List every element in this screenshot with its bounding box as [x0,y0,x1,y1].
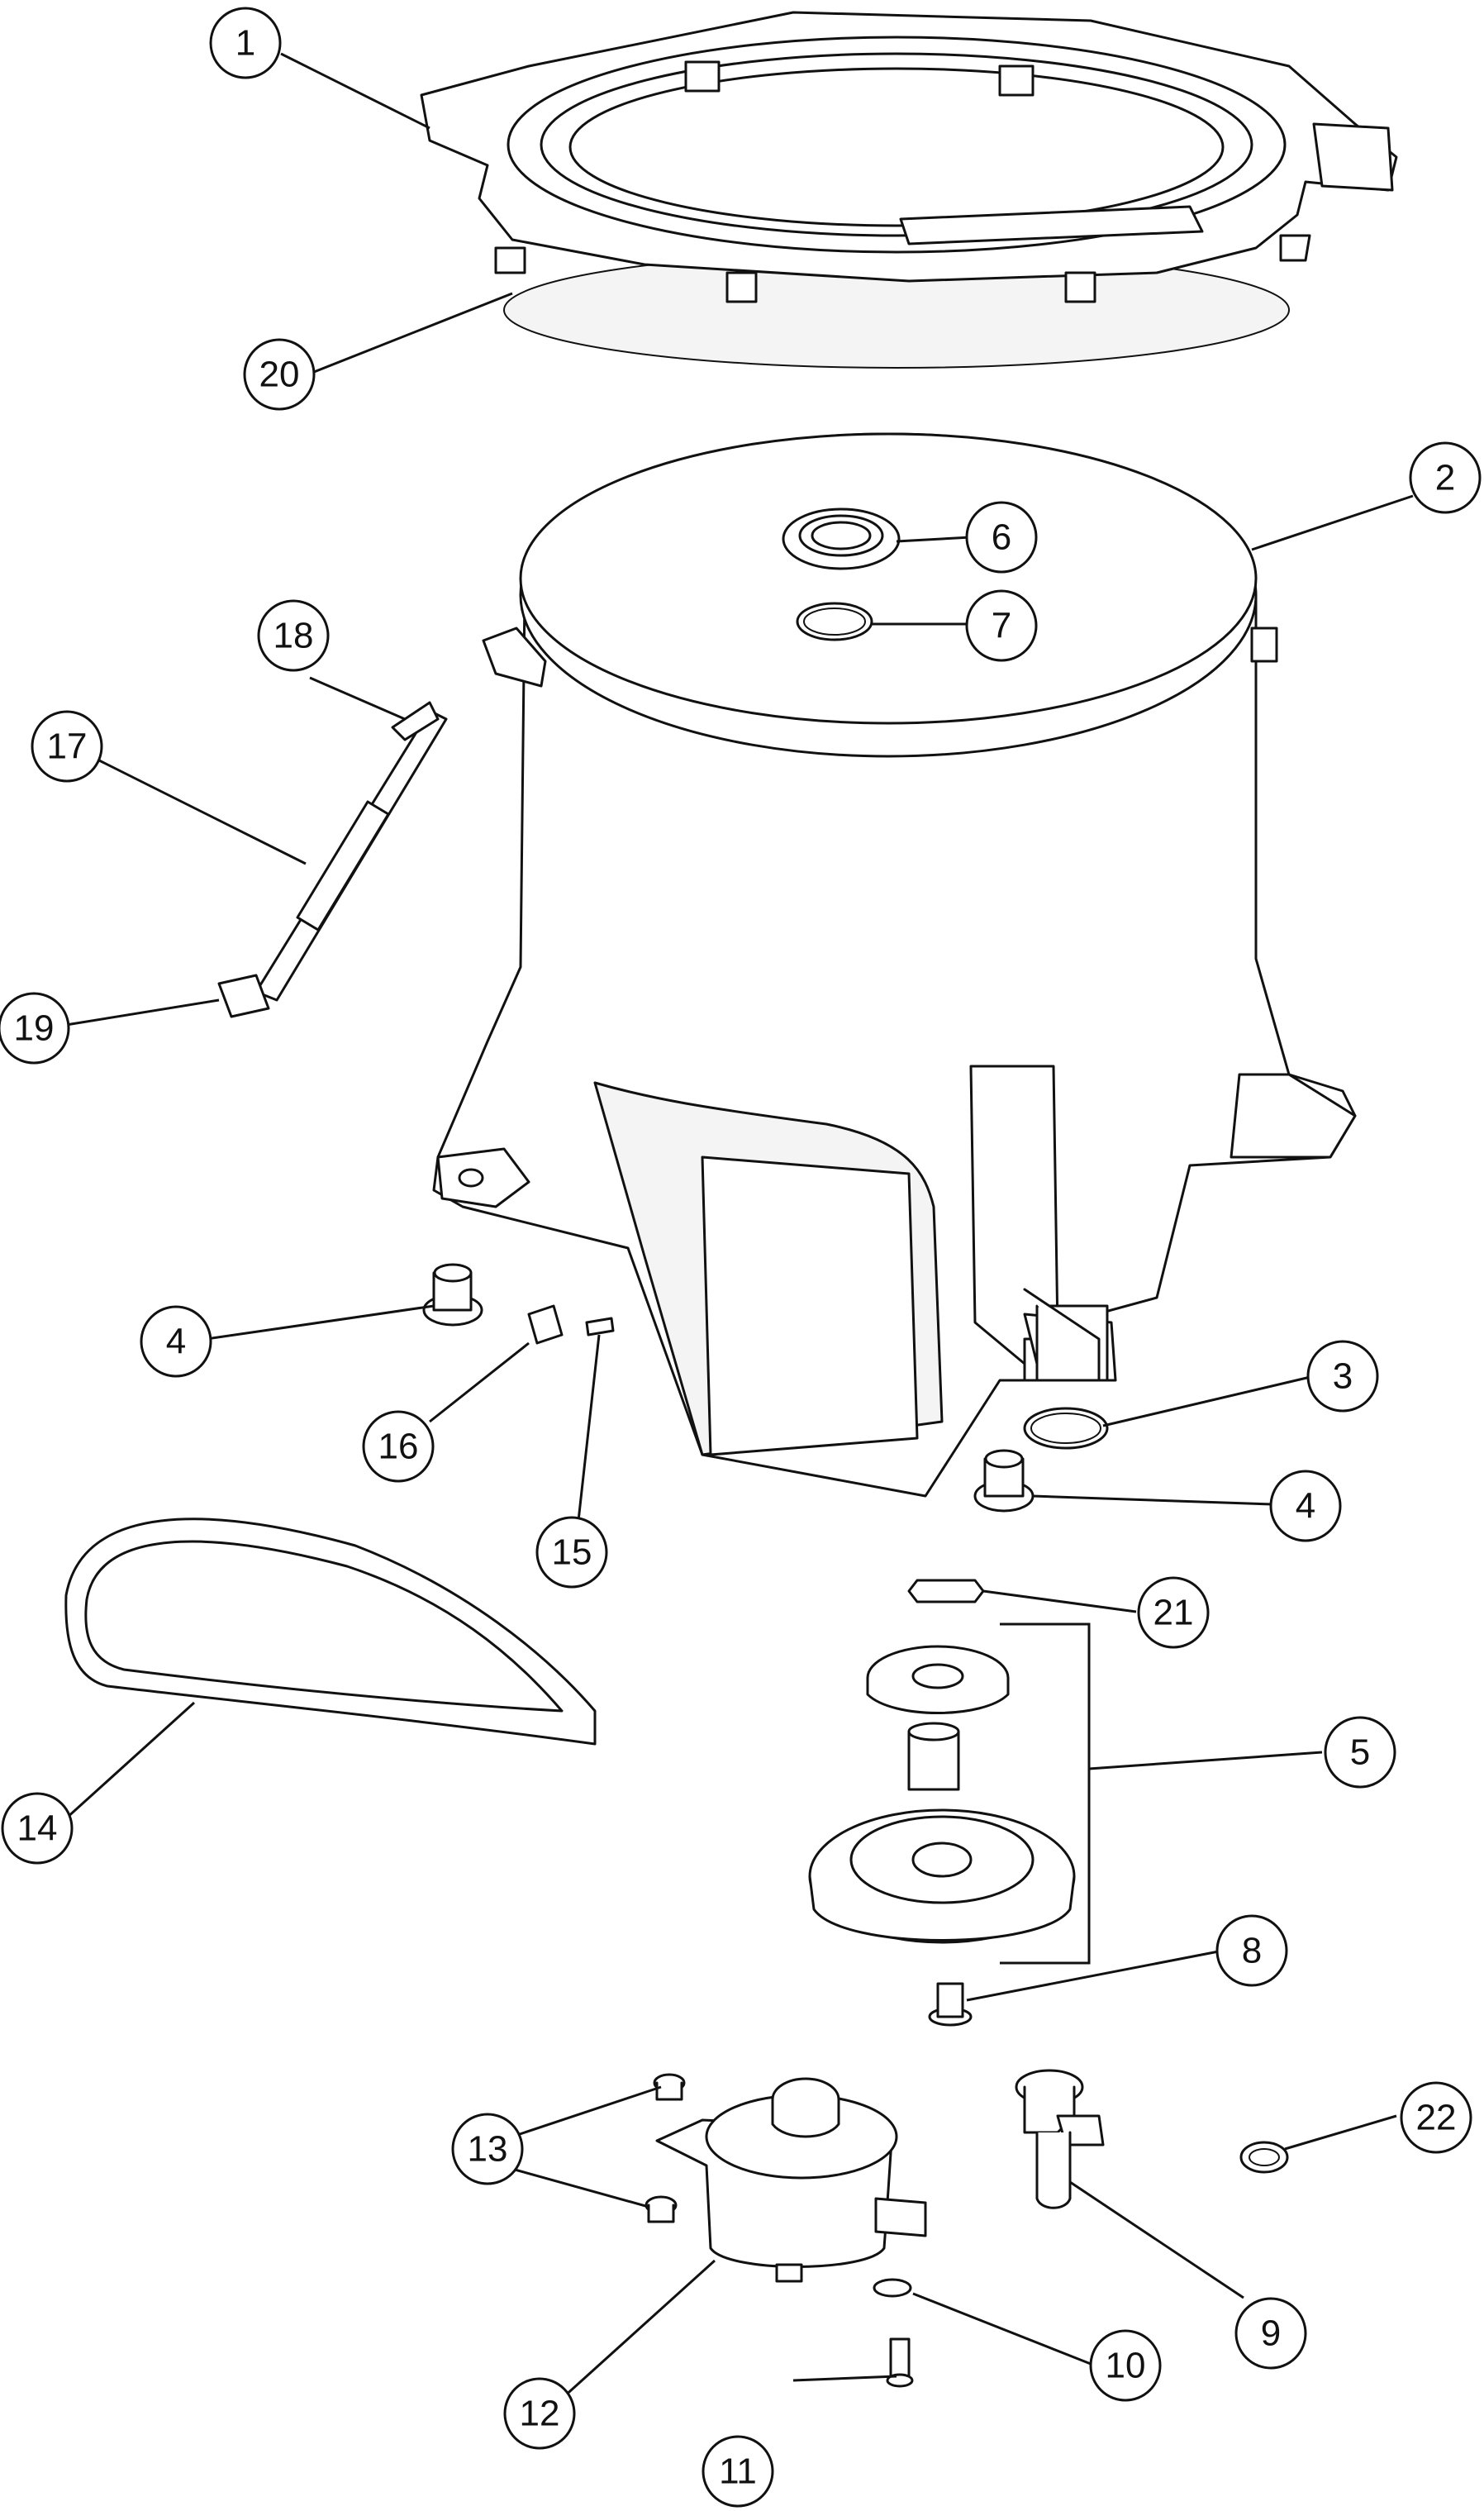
svg-text:1: 1 [235,23,255,64]
svg-text:22: 22 [1416,2098,1457,2138]
callout-3: 3 [1306,1340,1379,1413]
part-pulley-assembly [808,1622,1091,1965]
part-clip-16 [527,1304,564,1345]
part-suspension-rod [254,709,448,1002]
part-drain-pump-4b [973,1449,1035,1513]
part-grommet-13b [644,2195,678,2223]
part-outlet-fitting [1015,2069,1105,2209]
svg-text:6: 6 [992,517,1011,558]
svg-text:16: 16 [378,1427,419,1467]
callout-15: 15 [535,1516,608,1589]
svg-text:4: 4 [166,1322,186,1362]
svg-text:21: 21 [1153,1593,1194,1633]
part-tub-ring [420,11,1398,369]
callout-9: 9 [1234,2297,1307,2370]
svg-text:13: 13 [468,2129,508,2170]
part-rod-clip-18 [391,701,440,741]
part-outer-tub [432,432,1357,1498]
part-tub-seal [782,507,901,570]
part-pump-housing [655,2077,927,2283]
svg-text:4: 4 [1296,1486,1315,1527]
callout-10: 10 [1089,2329,1162,2402]
svg-text:15: 15 [552,1532,592,1573]
callout-20: 20 [243,338,316,411]
svg-text:20: 20 [259,355,300,395]
callout-17: 17 [31,710,103,783]
callout-19: 19 [0,992,70,1065]
callout-5: 5 [1324,1716,1396,1789]
callout-16: 16 [362,1410,435,1483]
part-screw-11 [886,2337,914,2388]
callout-18: 18 [257,599,330,672]
leader-lines [64,52,1414,2415]
svg-text:12: 12 [520,2394,560,2434]
callout-22: 22 [1400,2081,1472,2154]
part-o-ring-7 [796,602,873,641]
callout-12: 12 [503,2377,576,2450]
part-hose-clamp [1239,2141,1289,2174]
svg-text:8: 8 [1242,1931,1262,1971]
part-nut [907,1579,985,1603]
svg-text:9: 9 [1261,2313,1281,2354]
svg-text:11: 11 [719,2451,757,2492]
svg-text:2: 2 [1435,458,1455,498]
svg-text:14: 14 [17,1808,58,1849]
callout-8: 8 [1215,1914,1288,1987]
callout-2: 2 [1409,441,1482,514]
svg-text:19: 19 [14,1008,55,1049]
callout-1: 1 [209,7,282,79]
callout-4-upper: 4 [140,1305,212,1378]
svg-text:5: 5 [1350,1732,1370,1773]
part-grommet-13a [653,2073,686,2101]
svg-text:17: 17 [47,727,88,767]
part-washer [873,2278,912,2298]
callout-13: 13 [451,2113,524,2185]
callout-21: 21 [1137,1576,1210,1649]
callout-7: 7 [965,589,1038,662]
callout-6: 6 [965,501,1038,574]
callout-4-lower: 4 [1269,1470,1342,1542]
part-rod-bracket-19 [217,974,270,1018]
part-screw-15 [585,1317,615,1336]
callout-14: 14 [1,1792,74,1865]
svg-text:3: 3 [1333,1356,1353,1397]
svg-text:10: 10 [1106,2346,1146,2386]
part-drive-belt [64,1518,597,1746]
svg-text:18: 18 [273,616,314,656]
part-bolt-8 [928,1982,973,2027]
callout-11: 11 [702,2435,774,2508]
svg-text:7: 7 [992,606,1011,646]
part-drain-pump-4a [422,1263,483,1327]
part-o-ring-3 [1023,1407,1109,1450]
